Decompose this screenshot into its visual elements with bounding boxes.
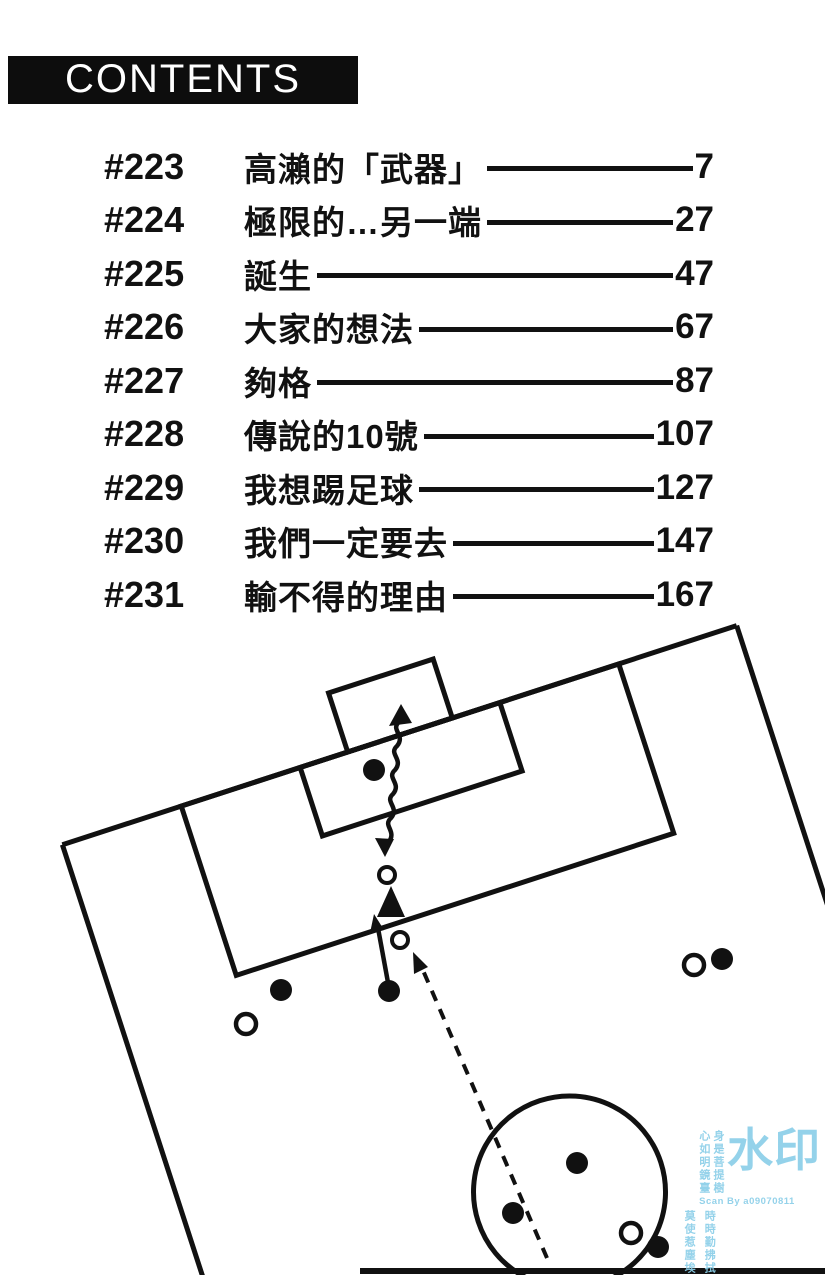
run-arrow xyxy=(375,927,392,989)
watermark: 心如明鏡臺 身是菩提樹 水印 Scan By a09070811 莫使惹塵埃 時… xyxy=(673,1126,821,1275)
player-dot-filled xyxy=(711,948,733,970)
dashed-pass-arrow xyxy=(420,967,549,1259)
chapter-page: 167 xyxy=(655,574,714,614)
player-dot-filled xyxy=(270,979,292,1001)
toc-row: #228 傳說的10號 107 xyxy=(104,408,714,462)
chapter-title: 輸不得的理由 xyxy=(244,578,448,616)
leader-line xyxy=(453,540,654,546)
toc-row: #223 高瀨的「武器」 7 xyxy=(104,140,714,194)
toc-row: #224 極限的…另一端 27 xyxy=(104,194,714,248)
player-dot-filled xyxy=(647,1236,669,1258)
goal-box xyxy=(325,655,456,756)
leader-line xyxy=(487,219,674,225)
chapter-number: #223 xyxy=(104,145,185,187)
chapter-title: 高瀨的「武器」 xyxy=(244,150,482,188)
run-arrowhead-icon xyxy=(370,914,384,933)
toc-row: #230 我們一定要去 147 xyxy=(104,515,714,569)
leader-line xyxy=(317,273,674,279)
chapter-title: 傳說的10號 xyxy=(244,418,419,456)
chapter-title: 誕生 xyxy=(244,257,312,295)
player-dot-open xyxy=(681,952,707,978)
chapter-page: 27 xyxy=(675,200,714,240)
chapter-page: 107 xyxy=(655,414,714,454)
player-dot-filled xyxy=(378,980,400,1002)
right-sideline xyxy=(734,624,825,1275)
chapter-number: #226 xyxy=(104,306,185,348)
ball-icon xyxy=(390,930,410,950)
chapter-title: 我們一定要去 xyxy=(244,525,448,563)
chapter-page: 47 xyxy=(675,253,714,293)
chapter-page: 67 xyxy=(675,307,714,347)
leader-line xyxy=(419,487,654,493)
toc-row: #229 我想踢足球 127 xyxy=(104,461,714,515)
chapter-number: #227 xyxy=(104,359,185,401)
chapter-title: 我想踢足球 xyxy=(244,471,414,509)
chapter-title: 夠格 xyxy=(244,364,312,402)
chapter-number: #228 xyxy=(104,413,185,455)
chapter-page: 7 xyxy=(694,146,714,186)
watermark-poem-line-4: 莫使惹塵埃 xyxy=(683,1210,696,1275)
pass-arrowhead-icon xyxy=(413,952,428,974)
chapter-number: #229 xyxy=(104,466,185,508)
chapter-page: 127 xyxy=(655,467,714,507)
chapter-title: 極限的…另一端 xyxy=(244,204,482,242)
chapter-page: 147 xyxy=(655,521,714,561)
chapter-number: #230 xyxy=(104,520,185,562)
player-dot-filled xyxy=(566,1152,588,1174)
player-dot-open xyxy=(233,1011,259,1037)
chapter-page: 87 xyxy=(675,360,714,400)
leader-line xyxy=(487,166,693,172)
soccer-field-diagram xyxy=(59,623,825,1275)
toc-row: #227 夠格 87 xyxy=(104,354,714,408)
wavy-shot-arrow xyxy=(385,720,403,845)
watermark-scan-credit: Scan By a09070811 xyxy=(699,1196,795,1207)
watermark-poem-line-3: 時時勤拂拭 xyxy=(703,1210,716,1275)
leader-line xyxy=(317,380,674,386)
contents-title-banner: CONTENTS xyxy=(8,56,358,104)
page-title: CONTENTS xyxy=(65,56,301,101)
toc-row: #226 大家的想法 67 xyxy=(104,301,714,355)
chapter-title: 大家的想法 xyxy=(244,311,414,349)
toc-row: #225 誕生 47 xyxy=(104,247,714,301)
player-dot-open xyxy=(618,1220,644,1246)
chapter-list: #223 高瀨的「武器」 7 #224 極限的…另一端 27 #225 誕生 4… xyxy=(104,140,714,622)
arrowhead-up-icon xyxy=(389,704,412,726)
player-dot-filled xyxy=(363,759,385,781)
left-sideline xyxy=(59,843,302,1275)
player-dot-filled xyxy=(502,1202,524,1224)
chapter-number: #225 xyxy=(104,252,185,294)
arrowhead-down-icon xyxy=(375,838,394,857)
penalty-area xyxy=(178,660,677,979)
big-arrowhead-up-icon xyxy=(377,886,405,917)
chapter-number: #231 xyxy=(104,573,185,615)
toc-row: #231 輸不得的理由 167 xyxy=(104,568,714,622)
watermark-poem-line-2: 心如明鏡臺 xyxy=(697,1130,710,1195)
center-circle xyxy=(471,1093,669,1275)
watermark-poem-line-1: 身是菩提樹 xyxy=(712,1130,724,1195)
arrows xyxy=(370,704,549,1259)
ball-icon xyxy=(377,865,397,885)
player-markers xyxy=(233,759,733,1258)
leader-line xyxy=(419,326,674,332)
leader-line xyxy=(453,594,654,600)
watermark-big-text: 水印 xyxy=(727,1124,821,1176)
leader-line xyxy=(423,433,654,439)
chapter-number: #224 xyxy=(104,199,185,241)
